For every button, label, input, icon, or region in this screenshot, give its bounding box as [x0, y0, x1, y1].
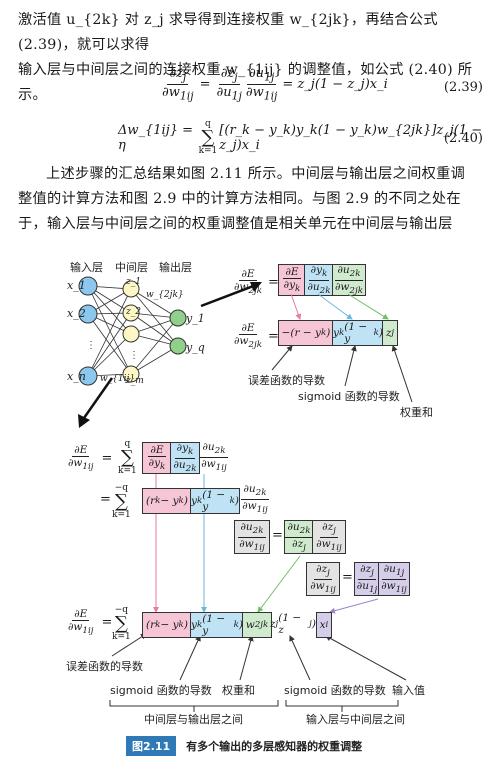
eq-240-body: [(r_k − y_k)y_k(1 − y_k)w_{2jk}]z_j(1 − …	[219, 123, 483, 153]
layer-label-output: 输出层	[159, 261, 192, 274]
eq-240-number: (2.40)	[443, 131, 483, 146]
layer-label-hidden: 中间层	[115, 261, 148, 274]
paragraph-1: 激活值 u_{2k} 对 z_j 求导得到连接权重 w_{2jk}，再结合公式 …	[18, 8, 480, 108]
sum-row-1: q∑k=1	[118, 439, 137, 476]
paragraph-2-line-3: 于，输入层与中间层之间的权重调整值是相关单元在中间层与输出层	[18, 216, 453, 232]
svg-text:⋮: ⋮	[86, 340, 96, 351]
annot-sigmoid-deriv-lower-1: sigmoid 函数的导数	[110, 684, 212, 697]
paragraph-2: 上述步骤的汇总结果如图 2.11 所示。中间层与输出层之间权重调 整值的计算方法…	[18, 162, 480, 237]
caption-number: 图2.11	[126, 736, 177, 756]
eq-239-number: (2.39)	[443, 80, 483, 95]
annot-weighted-sum-lower: 权重和	[222, 684, 255, 697]
annot-input-value: 输入值	[392, 684, 425, 697]
annot-weighted-sum-upper: 权重和	[400, 406, 433, 419]
label-zm: z_m	[126, 376, 144, 386]
label-z2: z_2	[126, 307, 141, 317]
annot-sigmoid-deriv-lower-2: sigmoid 函数的导数	[284, 684, 386, 697]
input-node-2	[78, 304, 98, 324]
label-z1: z_1	[126, 277, 141, 287]
de-dw2-result-lhs: ∂E∂w2jk=	[234, 322, 279, 351]
box-dyk-du2k: ∂yk∂u2k	[304, 264, 334, 296]
row4-box-du1j-dw1ij: ∂u1j∂w1ij	[378, 562, 410, 596]
output-node-1	[169, 309, 187, 327]
final-lhs: ∂E∂w1ij=	[68, 608, 113, 637]
hidden-node-m	[122, 365, 140, 383]
bracket-label-input-middle: 输入层与中间层之间	[306, 713, 405, 726]
row3-lhs: ∂u2k∂w1ij	[234, 520, 270, 554]
label-x2: x_2	[67, 307, 86, 320]
paragraph-2-line-1: 上述步骤的汇总结果如图 2.11 所示。中间层与输出层之间权重调	[46, 166, 466, 182]
figure-caption: 图2.11 有多个输出的多层感知器的权重调整	[126, 736, 362, 756]
row4-eq: =	[342, 570, 353, 585]
label-w2jk: w_{2jk}	[146, 290, 184, 300]
row3-eq: =	[272, 528, 283, 543]
box-de-dyk: ∂E∂yk	[278, 264, 306, 296]
box-du2k-dw2jk: ∂u2k∂w2jk	[332, 264, 366, 296]
hidden-node-2	[122, 304, 140, 322]
bracket-label-middle-output: 中间层与输出层之间	[144, 713, 243, 726]
row3-box-dzj-dw1ij: ∂zj∂w1ij	[312, 520, 346, 554]
paragraph-2-line-2: 整值的计算方法和图 2.9 中的计算方法相同。与图 2.9 的不同之处在	[18, 191, 461, 207]
row4-box-dzj-du1j: ∂zj∂u1j	[354, 562, 380, 596]
row1-box-dyk-du2k: ∂yk∂u2k	[170, 442, 200, 474]
paragraph-1-line-2: 输入层与中间层之间的连接权重 w_{1ij} 的调整值，如公式 (2.40) 所…	[18, 62, 473, 103]
row4-lhs: ∂zj∂w1ij	[306, 562, 340, 596]
annot-sigmoid-deriv-upper: sigmoid 函数的导数	[298, 390, 400, 403]
caption-text: 有多个输出的多层感知器的权重调整	[186, 740, 363, 753]
eq-239-rhs: = z_j(1 − z_j)x_i	[282, 76, 388, 92]
equation-2-40: Δw_{1ij} = η q ∑ k=1 [(r_k − y_k)y_k(1 −…	[118, 120, 497, 156]
label-y1: y_1	[186, 312, 205, 325]
annot-error-deriv-lower: 误差函数的导数	[66, 660, 143, 673]
input-node-1	[78, 276, 98, 296]
label-xn: x_n	[67, 370, 86, 383]
label-x1: x_1	[67, 279, 86, 292]
sum-lower: k=1	[198, 146, 218, 156]
sum-row-2: −q∑k=1	[112, 483, 131, 520]
neural-network-diagram: ⋮⋮	[78, 276, 262, 386]
sum-row-final: −q∑k=1	[112, 605, 131, 642]
eq-240-lhs: Δw_{1ij} = η	[118, 123, 194, 153]
de-dw1-lhs: ∂E∂w1ij=	[68, 444, 113, 473]
output-node-q	[169, 337, 187, 355]
sum-upper: q	[205, 119, 211, 129]
row1-box-du2k-dw1ij: ∂u2k∂w1ij	[200, 441, 228, 473]
label-w1ij: w_{1ij}	[100, 374, 136, 384]
layer-label-input: 输入层	[70, 261, 103, 274]
hidden-node-1	[122, 280, 140, 298]
label-yq: y_q	[186, 341, 205, 354]
hidden-node-3	[122, 325, 140, 343]
row2-eq: =	[100, 492, 111, 507]
equation-2-39: ∂zj∂w1ij = ∂zj∂u1j ∂u1j∂w1ij = z_j(1 − z…	[162, 66, 388, 103]
row1-box-de-dyk: ∂E∂yk	[142, 442, 172, 474]
row3-box-du2k-dzj: ∂u2k∂zj	[284, 520, 314, 554]
paragraph-1-line-1: 激活值 u_{2k} 对 z_j 求导得到连接权重 w_{2jk}，再结合公式 …	[18, 12, 438, 53]
de-dw2-lhs: ∂E∂w2jk=	[234, 268, 279, 297]
annot-error-deriv-upper: 误差函数的导数	[248, 374, 325, 387]
row2-box-du2k-dw1ij: ∂u2k∂w1ij	[241, 483, 269, 515]
svg-text:⋮: ⋮	[129, 350, 139, 361]
